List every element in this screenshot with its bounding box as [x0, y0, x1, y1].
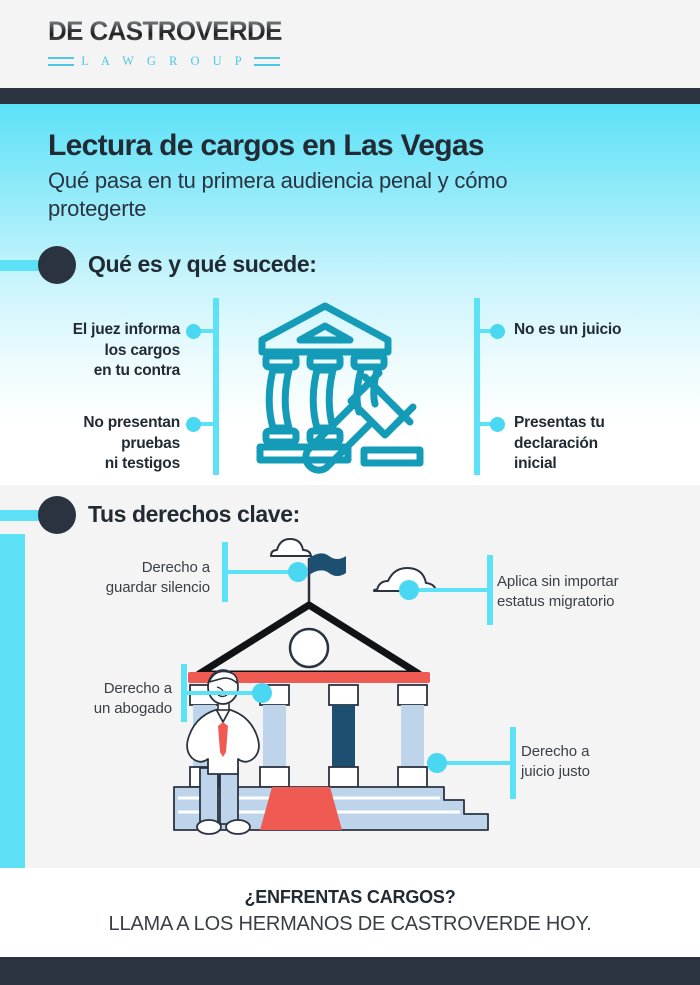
callout-line: Derecho a: [521, 743, 590, 760]
section-heading-what-happens: Qué es y qué sucede:: [0, 246, 400, 284]
callout-dot-s2-l1-icon: [288, 562, 308, 582]
callout-connector-s1-r2: [478, 422, 496, 426]
callout-connector-s2-l1: [228, 570, 290, 574]
callout-dot-s1-r2-icon: [490, 417, 505, 432]
courthouse-person-illustration: [172, 530, 512, 840]
callout-dot-s1-l1-icon: [186, 324, 201, 339]
clock-medallion-icon: [288, 627, 330, 669]
callout-line: Derecho a: [103, 680, 172, 697]
section-heading-your-rights: Tus derechos clave:: [0, 496, 400, 534]
column-shaft: [401, 705, 424, 767]
callout-label-s1-left-1: El juez informa los cargos en tu contra: [0, 320, 180, 382]
cta-section: ¿ENFRENTAS CARGOS? LLAMA A LOS HERMANOS …: [0, 868, 700, 957]
callout-line: No es un juicio: [514, 321, 622, 338]
callout-line: inicial: [514, 455, 557, 473]
callout-line: guardar silencio: [105, 578, 210, 596]
callout-label-s1-right-2: Presentas tu declaración inicial: [514, 413, 694, 475]
courthouse-gavel-icon: [252, 300, 432, 480]
column-shaft-highlight: [332, 705, 355, 767]
callout-line: El juez informa: [72, 321, 180, 338]
callout-rail-s2-r1: [487, 555, 493, 625]
cta-subline: LLAMA A LOS HERMANOS DE CASTROVERDE HOY.: [108, 913, 592, 935]
callout-line: los cargos: [104, 341, 180, 359]
callout-connector-s2-l2: [187, 691, 255, 695]
cloud-large-icon: [373, 567, 437, 592]
section-accent-bar: [0, 260, 46, 271]
callout-line: un abogado: [93, 699, 172, 717]
tagline-dash-left-icon: [48, 57, 75, 66]
callout-connector-s2-r1: [413, 588, 489, 592]
red-carpet: [260, 787, 342, 830]
section2-left-accent-bar: [0, 534, 25, 868]
callout-line: Aplica sin importar: [497, 573, 619, 590]
callout-line: Presentas tu: [514, 414, 605, 431]
callout-line: pruebas: [121, 434, 180, 452]
brand-tagline: L A W G R O U P: [81, 54, 247, 68]
callout-rail-right-s1: [474, 298, 480, 475]
flag-icon: [309, 553, 346, 576]
brand-name: DE CASTROVERDE: [48, 18, 317, 45]
page-title: Lectura de cargos en Las Vegas: [48, 129, 485, 162]
callout-label-s2-left-2: Derecho a un abogado: [10, 679, 172, 719]
roof-band-red: [188, 672, 430, 683]
callout-line: No presentan: [83, 414, 180, 431]
callout-label-s2-right-1: Aplica sin importar estatus migratorio: [497, 572, 697, 612]
section-bullet-dot-icon: [38, 246, 76, 284]
callout-connector-s1-r1: [478, 329, 496, 333]
callout-line: juicio justo: [521, 762, 590, 780]
section-heading-label: Qué es y qué sucede:: [88, 251, 317, 277]
section-heading-label: Tus derechos clave:: [88, 501, 300, 527]
cta-headline: ¿ENFRENTAS CARGOS?: [244, 887, 456, 907]
bottom-divider-bar: [0, 957, 700, 985]
callout-label-s2-right-2: Derecho a juicio justo: [521, 742, 691, 782]
callout-rail-s2-l2: [181, 664, 187, 722]
section-what-happens: Lectura de cargos en Las Vegas Qué pasa …: [0, 104, 700, 485]
section-bullet-dot-icon: [38, 496, 76, 534]
section-accent-bar: [0, 510, 46, 521]
tagline-dash-right-icon: [253, 57, 281, 66]
page-subtitle: Qué pasa en tu primera audiencia penal y…: [48, 168, 508, 222]
top-divider-bar: [0, 88, 700, 104]
callout-connector-s2-r2: [441, 761, 512, 765]
callout-connector-s1-l2: [196, 422, 216, 426]
callout-label-s2-left-1: Derecho a guardar silencio: [40, 558, 210, 598]
callout-rail-left-s1: [213, 298, 219, 475]
callout-dot-s2-r1-icon: [399, 580, 419, 600]
callout-line: declaración: [514, 434, 598, 452]
cloud-small-icon: [270, 538, 312, 557]
callout-connector-s1-l1: [196, 329, 216, 333]
callout-dot-s1-l2-icon: [186, 417, 201, 432]
callout-dot-s2-l2-icon: [252, 683, 272, 703]
brand-tagline-row: L A W G R O U P: [48, 54, 281, 69]
callout-line: Derecho a: [141, 559, 210, 576]
callout-line: en tu contra: [93, 362, 181, 380]
logo-bar: DE CASTROVERDE L A W G R O U P: [0, 0, 700, 88]
callout-dot-s2-r2-icon: [427, 753, 447, 773]
callout-dot-s1-r1-icon: [490, 324, 505, 339]
callout-rail-s2-r2: [510, 727, 516, 799]
callout-rail-s2-l1: [222, 542, 228, 602]
column-shaft: [263, 705, 286, 767]
brand-logo[interactable]: DE CASTROVERDE L A W G R O U P: [48, 18, 328, 69]
callout-line: estatus migratorio: [497, 592, 615, 610]
callout-line: ni testigos: [104, 455, 181, 473]
callout-label-s1-left-2: No presentan pruebas ni testigos: [0, 413, 180, 475]
person-figure: [186, 669, 260, 835]
callout-label-s1-right-1: No es un juicio: [514, 320, 694, 341]
